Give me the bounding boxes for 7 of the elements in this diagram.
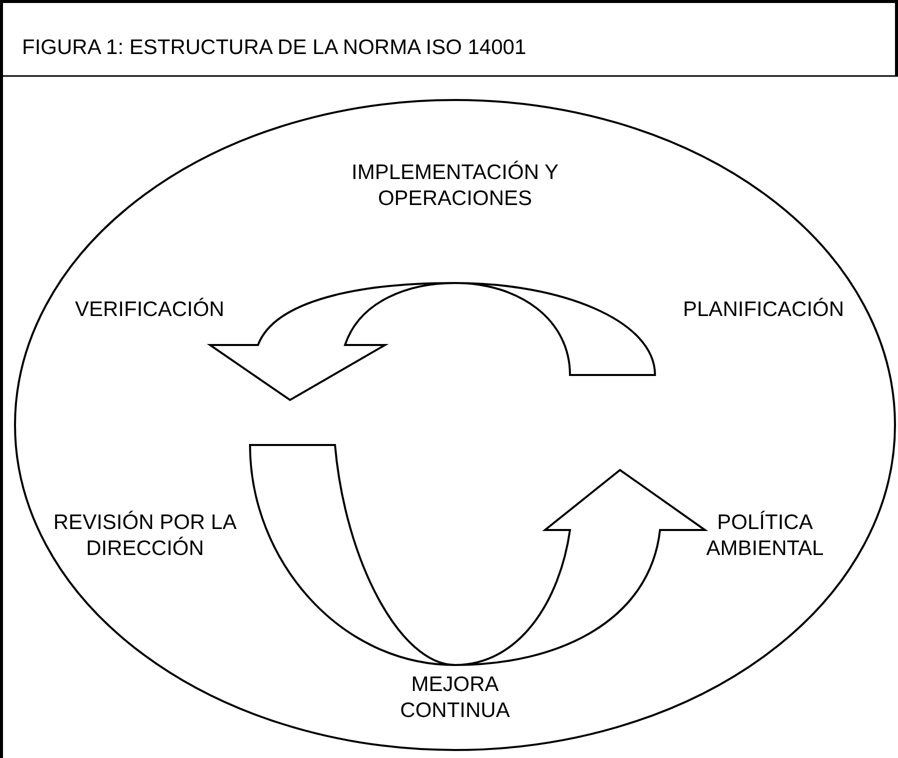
stage-label: VERIFICACIÓN	[75, 297, 226, 323]
stage-label: MEJORA CONTINUA	[399, 672, 511, 724]
stage-label: PLANIFICACIÓN	[683, 297, 846, 323]
stage-label: REVISIÓN POR LA DIRECCIÓN	[52, 510, 238, 562]
figure-title: FIGURA 1: ESTRUCTURA DE LA NORMA ISO 14001	[22, 36, 526, 60]
stage-label: POLÍTICA AMBIENTAL	[705, 510, 825, 562]
stage-label: IMPLEMENTACIÓN Y OPERACIONES	[350, 160, 560, 212]
